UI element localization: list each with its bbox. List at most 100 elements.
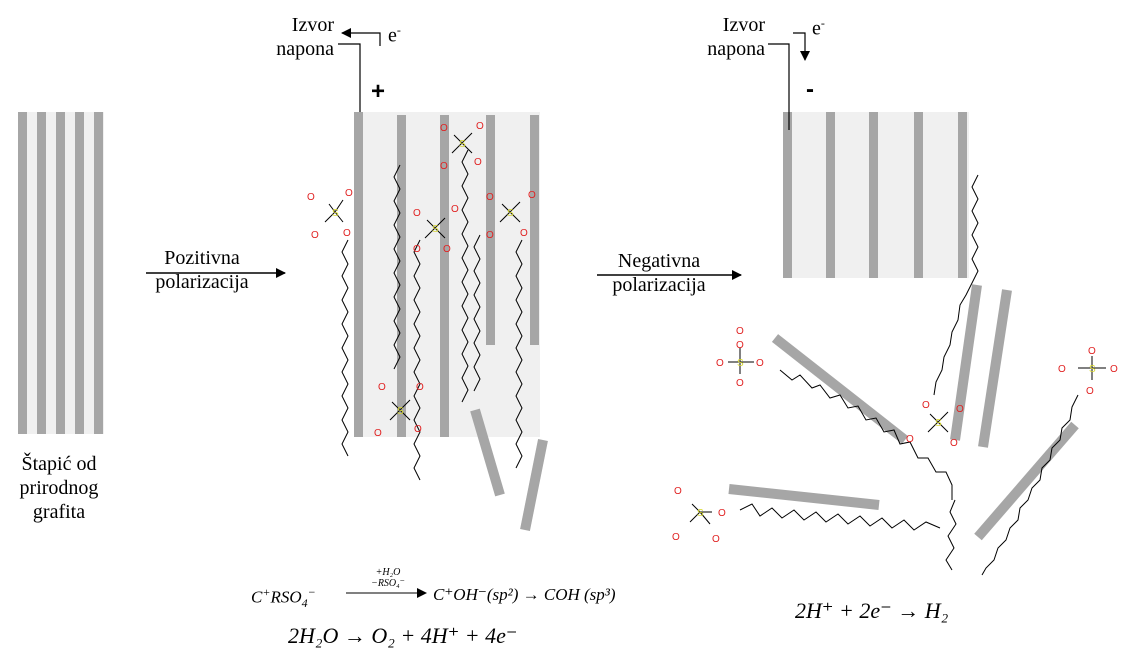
svg-text:O: O: [413, 244, 421, 255]
positive-polarization-line1: Pozitivna: [164, 247, 240, 269]
reaction-arrow-conditions: +H₂O −RSO₄⁻: [354, 567, 422, 589]
svg-text:O: O: [440, 123, 448, 134]
equation-water-oxidation: 2H₂O → O₂ + 4H⁺ + 4e⁻: [288, 623, 518, 648]
electron-charge: -: [396, 23, 401, 37]
voltage-source-line2: napona: [707, 38, 765, 60]
eq1-carbon: C: [251, 587, 263, 607]
graphite-layer: [18, 112, 27, 434]
sulfonate-head: S OO OO: [1058, 346, 1118, 397]
positive-polarization-line2: polarizacija: [155, 271, 249, 293]
svg-text:O: O: [1086, 386, 1094, 397]
rod-caption-line1: Štapić od: [21, 453, 97, 475]
negative-polarization-label: Negativna polarizacija: [594, 249, 724, 297]
arrow-under-text: −RSO₄⁻: [371, 578, 405, 589]
svg-text:O: O: [716, 358, 724, 369]
graphite-layer: [56, 112, 65, 434]
exfoliated-graphene-flake: [950, 284, 982, 441]
voltage-source-label-positive: Izvor napona: [256, 13, 334, 61]
svg-text:S: S: [332, 208, 339, 219]
positive-polarization-label: Pozitivna polarizacija: [140, 246, 264, 294]
svg-text:O: O: [343, 228, 351, 239]
svg-text:O: O: [736, 326, 744, 337]
svg-text:O: O: [378, 382, 386, 393]
eq1-anion: RSO: [270, 587, 302, 607]
svg-text:S: S: [697, 508, 704, 519]
svg-text:S: S: [737, 358, 744, 369]
svg-text:O: O: [474, 157, 482, 168]
graphite-layer: [486, 115, 495, 345]
equation-oxidation-step: C+RSO4−: [251, 585, 316, 611]
graphite-layer: [75, 112, 84, 434]
electron-symbol: e: [812, 17, 821, 40]
electron-label-negative: e-: [812, 11, 825, 41]
svg-text:S: S: [935, 418, 942, 429]
svg-text:O: O: [1088, 346, 1096, 357]
svg-text:O: O: [736, 340, 744, 351]
electron-flow-arrow-left: [339, 33, 378, 44]
eq1-subscript: 4: [301, 596, 308, 611]
svg-text:O: O: [950, 438, 958, 449]
graphite-layer: [440, 115, 449, 437]
equation-oxidation-products: C⁺OH⁻(sp²) → COH (sp³): [433, 585, 616, 604]
svg-text:O: O: [674, 486, 682, 497]
surfactant-chains-negative: [739, 174, 1079, 576]
svg-text:O: O: [486, 230, 494, 241]
svg-text:O: O: [374, 428, 382, 439]
svg-text:O: O: [672, 532, 680, 543]
positive-sign: +: [371, 78, 386, 105]
sulfonate-head: S O O O O: [413, 204, 459, 255]
graphite-layer: [37, 112, 46, 434]
svg-text:O: O: [451, 204, 459, 215]
electron-arrow-negative: [793, 32, 810, 61]
svg-text:O: O: [440, 161, 448, 172]
svg-text:S: S: [432, 224, 439, 235]
svg-text:O: O: [486, 192, 494, 203]
negative-electrode-panel: [728, 112, 1079, 541]
negative-polarization-line2: polarizacija: [612, 274, 706, 296]
wire-positive: [338, 43, 361, 112]
exfoliated-graphene-flake: [470, 408, 505, 497]
rod-caption-line2: prirodnog: [19, 477, 99, 499]
svg-text:O: O: [736, 378, 744, 389]
alkyl-chain: [341, 239, 349, 457]
graphite-layer: [530, 115, 539, 345]
svg-text:O: O: [413, 208, 421, 219]
alkyl-chain: [945, 499, 957, 571]
eq1-charge: +: [262, 585, 271, 599]
svg-text:S: S: [397, 406, 404, 417]
svg-text:O: O: [520, 228, 528, 239]
svg-text:S: S: [459, 139, 466, 150]
positive-electrode-panel: [354, 112, 548, 531]
alkyl-chain: [393, 164, 401, 370]
voltage-source-label-negative: Izvor napona: [685, 13, 765, 61]
electron-arrow-positive: [341, 28, 381, 46]
svg-text:O: O: [528, 190, 536, 201]
graphite-layer: [869, 112, 878, 278]
exfoliated-graphene-flake: [978, 289, 1012, 448]
alkyl-chain: [981, 394, 1079, 576]
graphite-layer: [397, 115, 406, 437]
alkyl-chain: [461, 149, 469, 403]
wire-negative: [768, 43, 790, 130]
sulfonate-groups-positive: S O O O O S O O O O S O O O O S O O O O: [307, 121, 536, 439]
svg-text:O: O: [307, 192, 315, 203]
arrow-over-text: +H₂O: [375, 567, 401, 578]
svg-text:S: S: [1089, 364, 1096, 375]
graphite-layer: [914, 112, 923, 278]
exfoliated-graphene-flake: [728, 484, 880, 510]
svg-text:O: O: [712, 534, 720, 545]
svg-text:O: O: [922, 400, 930, 411]
alkyl-chain: [933, 174, 979, 396]
electron-label-positive: e-: [388, 18, 401, 48]
exfoliated-graphene-flake: [520, 439, 548, 531]
graphite-layer: [826, 112, 835, 278]
svg-text:O: O: [1110, 364, 1118, 375]
svg-text:O: O: [476, 121, 484, 132]
svg-text:O: O: [443, 244, 451, 255]
